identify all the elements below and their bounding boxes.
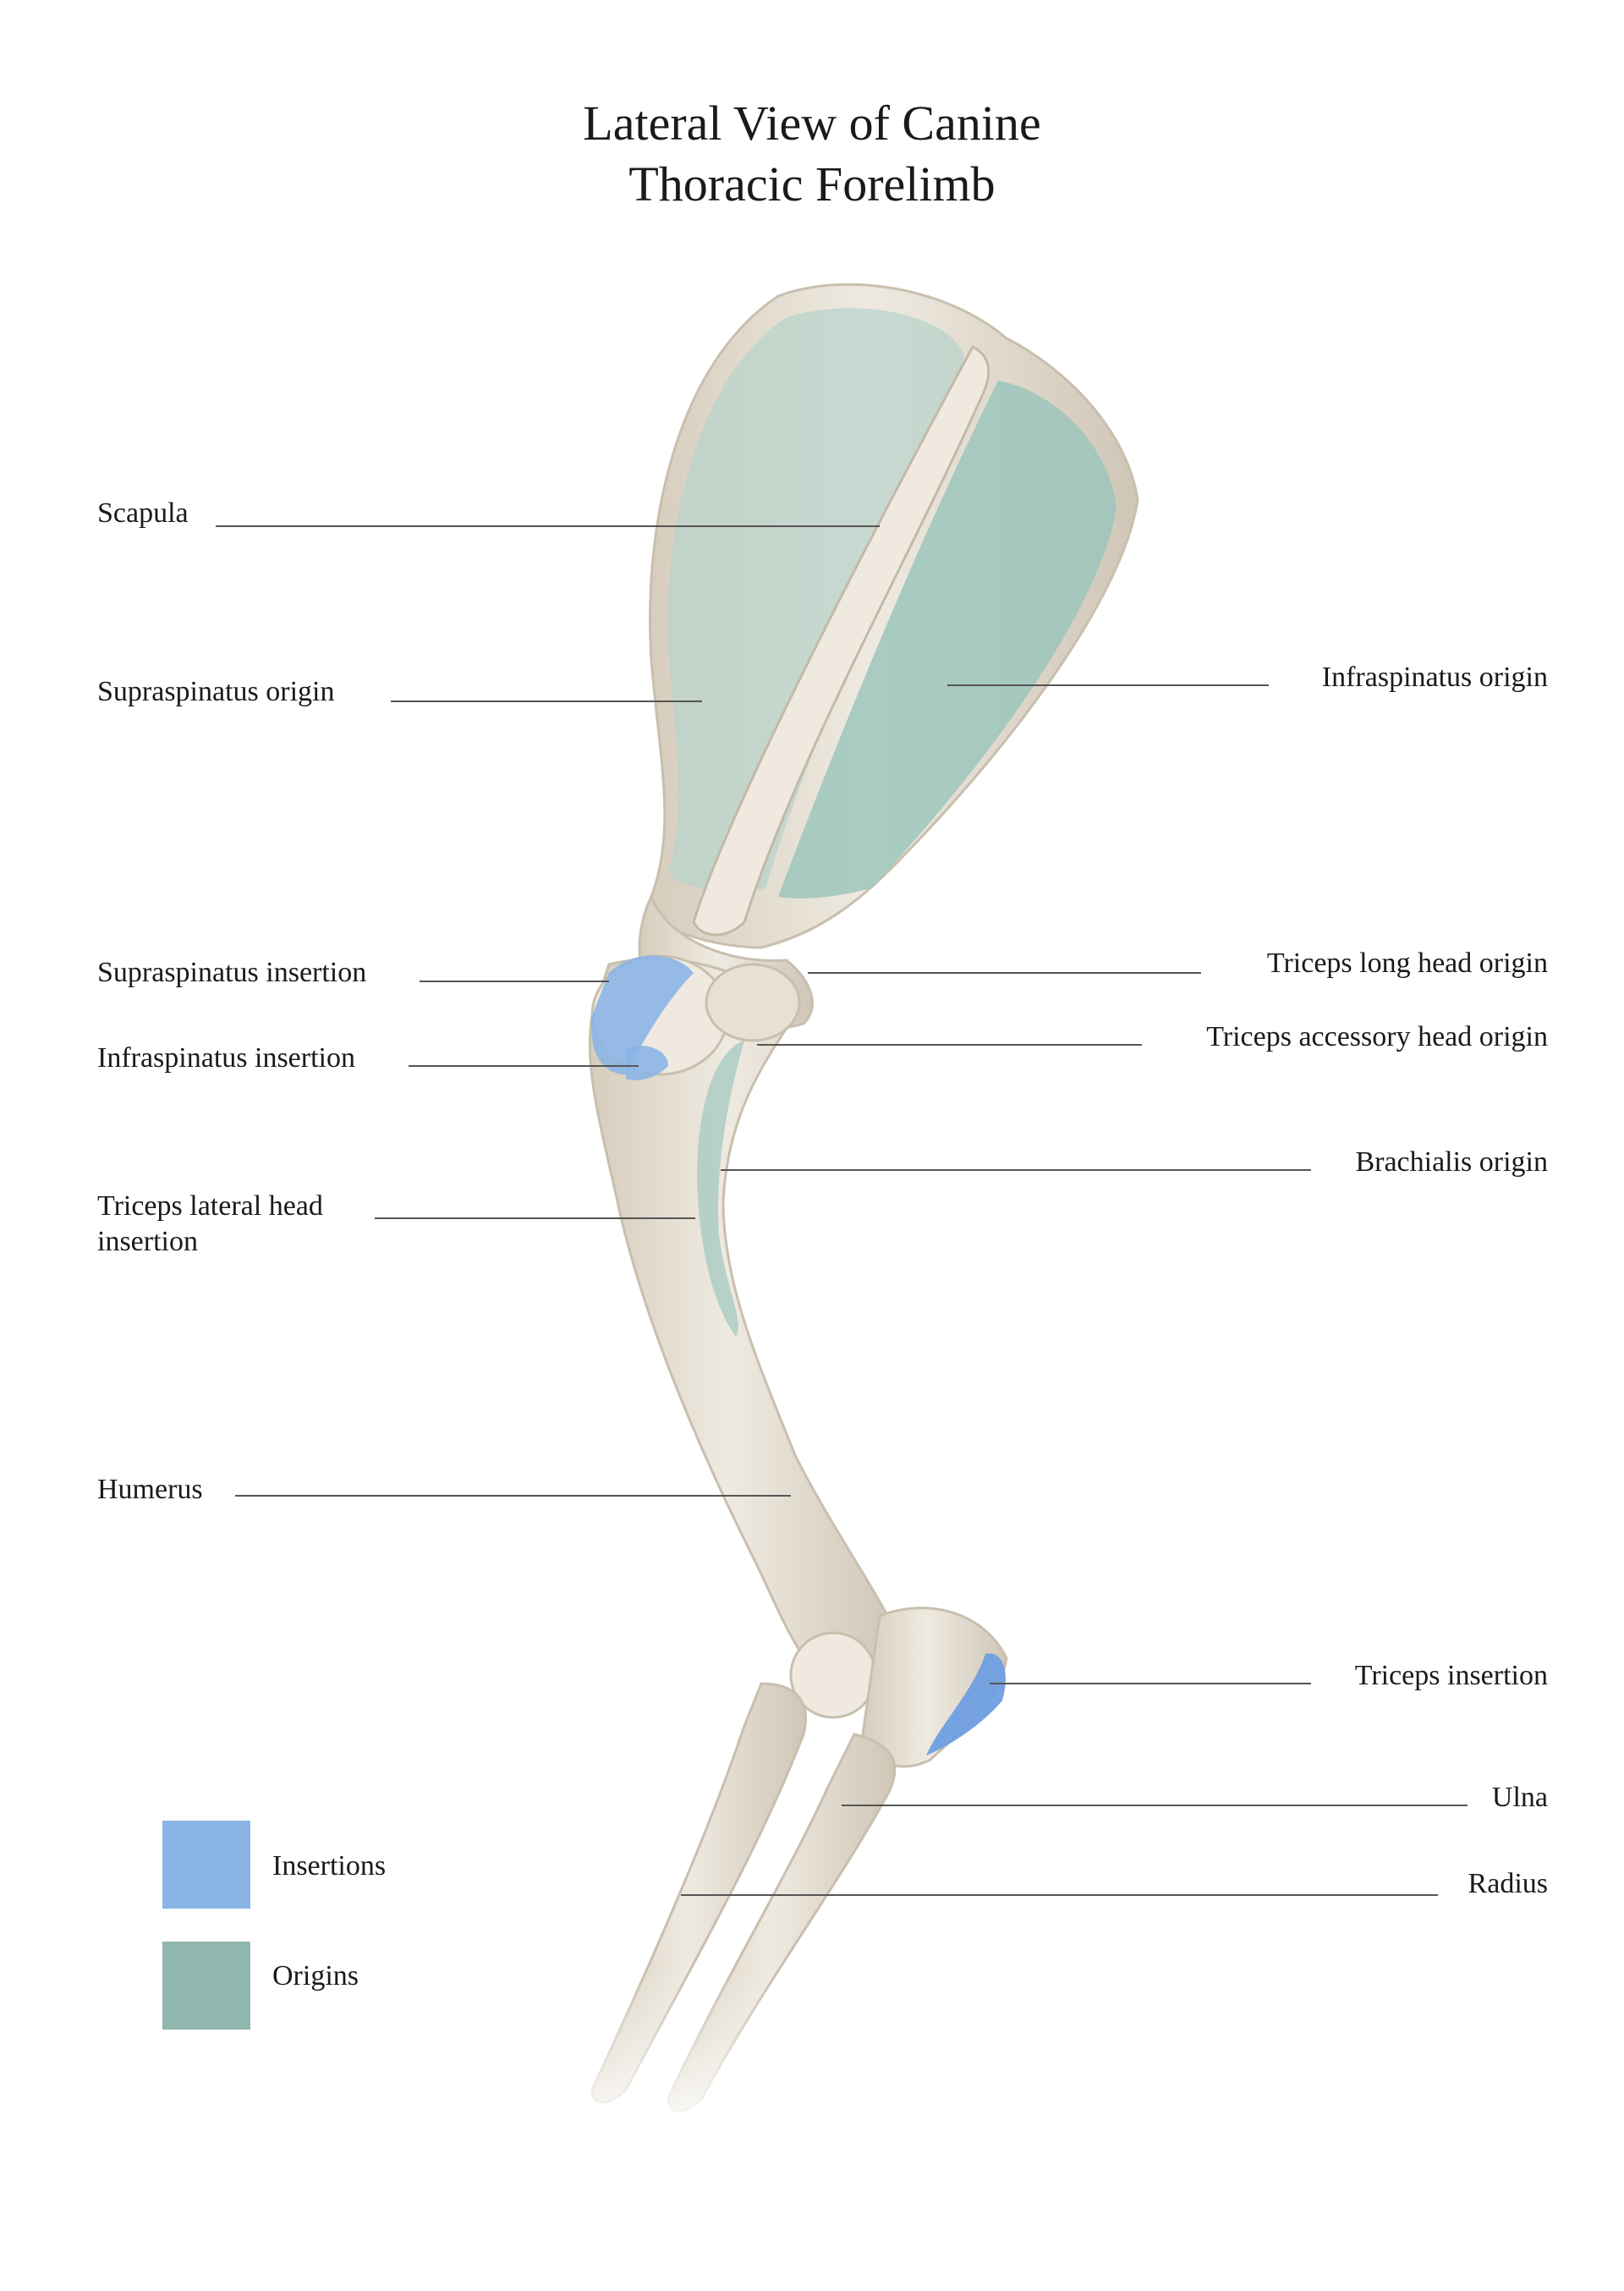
label-humerus: Humerus [97,1474,203,1505]
legend-swatch-insertions [162,1821,250,1909]
legend-label-origins: Origins [272,1960,359,1992]
forearm-bones [508,1607,1008,2140]
infraspinatus-origin-area [778,381,1116,898]
label-supraspinatus-insertion: Supraspinatus insertion [97,957,367,988]
leader-lines [216,525,1468,1896]
brachialis-origin-area [697,1041,744,1337]
label-brachialis-origin: Brachialis origin [1355,1146,1548,1178]
legend-label-insertions: Insertions [272,1850,387,1882]
label-triceps-accessory-head-origin: Triceps accessory head origin [1206,1021,1548,1052]
label-triceps-long-head-origin: Triceps long head origin [1266,948,1548,979]
scapula-bone [638,283,1139,1031]
humerus-bone [588,954,899,1719]
legend-swatch-origins [162,1942,250,2030]
title-line-1: Lateral View of Canine [583,96,1041,151]
label-infraspinatus-insertion: Infraspinatus insertion [97,1042,355,1074]
supraspinatus-insertion-area [591,955,694,1074]
label-triceps-lateral-head-insertion: Triceps lateral head insertion [97,1190,323,1257]
diagram-title: Lateral View of Canine Thoracic Forelimb [0,93,1624,215]
label-infraspinatus-origin: Infraspinatus origin [1321,662,1548,693]
triceps-insertion-area [926,1653,1006,1755]
label-triceps-insertion: Triceps insertion [1354,1660,1548,1691]
label-ulna: Ulna [1491,1782,1548,1813]
label-scapula: Scapula [97,497,189,529]
label-supraspinatus-origin: Supraspinatus origin [97,676,335,707]
title-line-2: Thoracic Forelimb [628,157,996,212]
scapular-spine [692,345,990,937]
supraspinatus-origin-area [667,308,964,892]
label-radius: Radius [1468,1868,1548,1899]
infraspinatus-insertion-area [626,1046,668,1080]
